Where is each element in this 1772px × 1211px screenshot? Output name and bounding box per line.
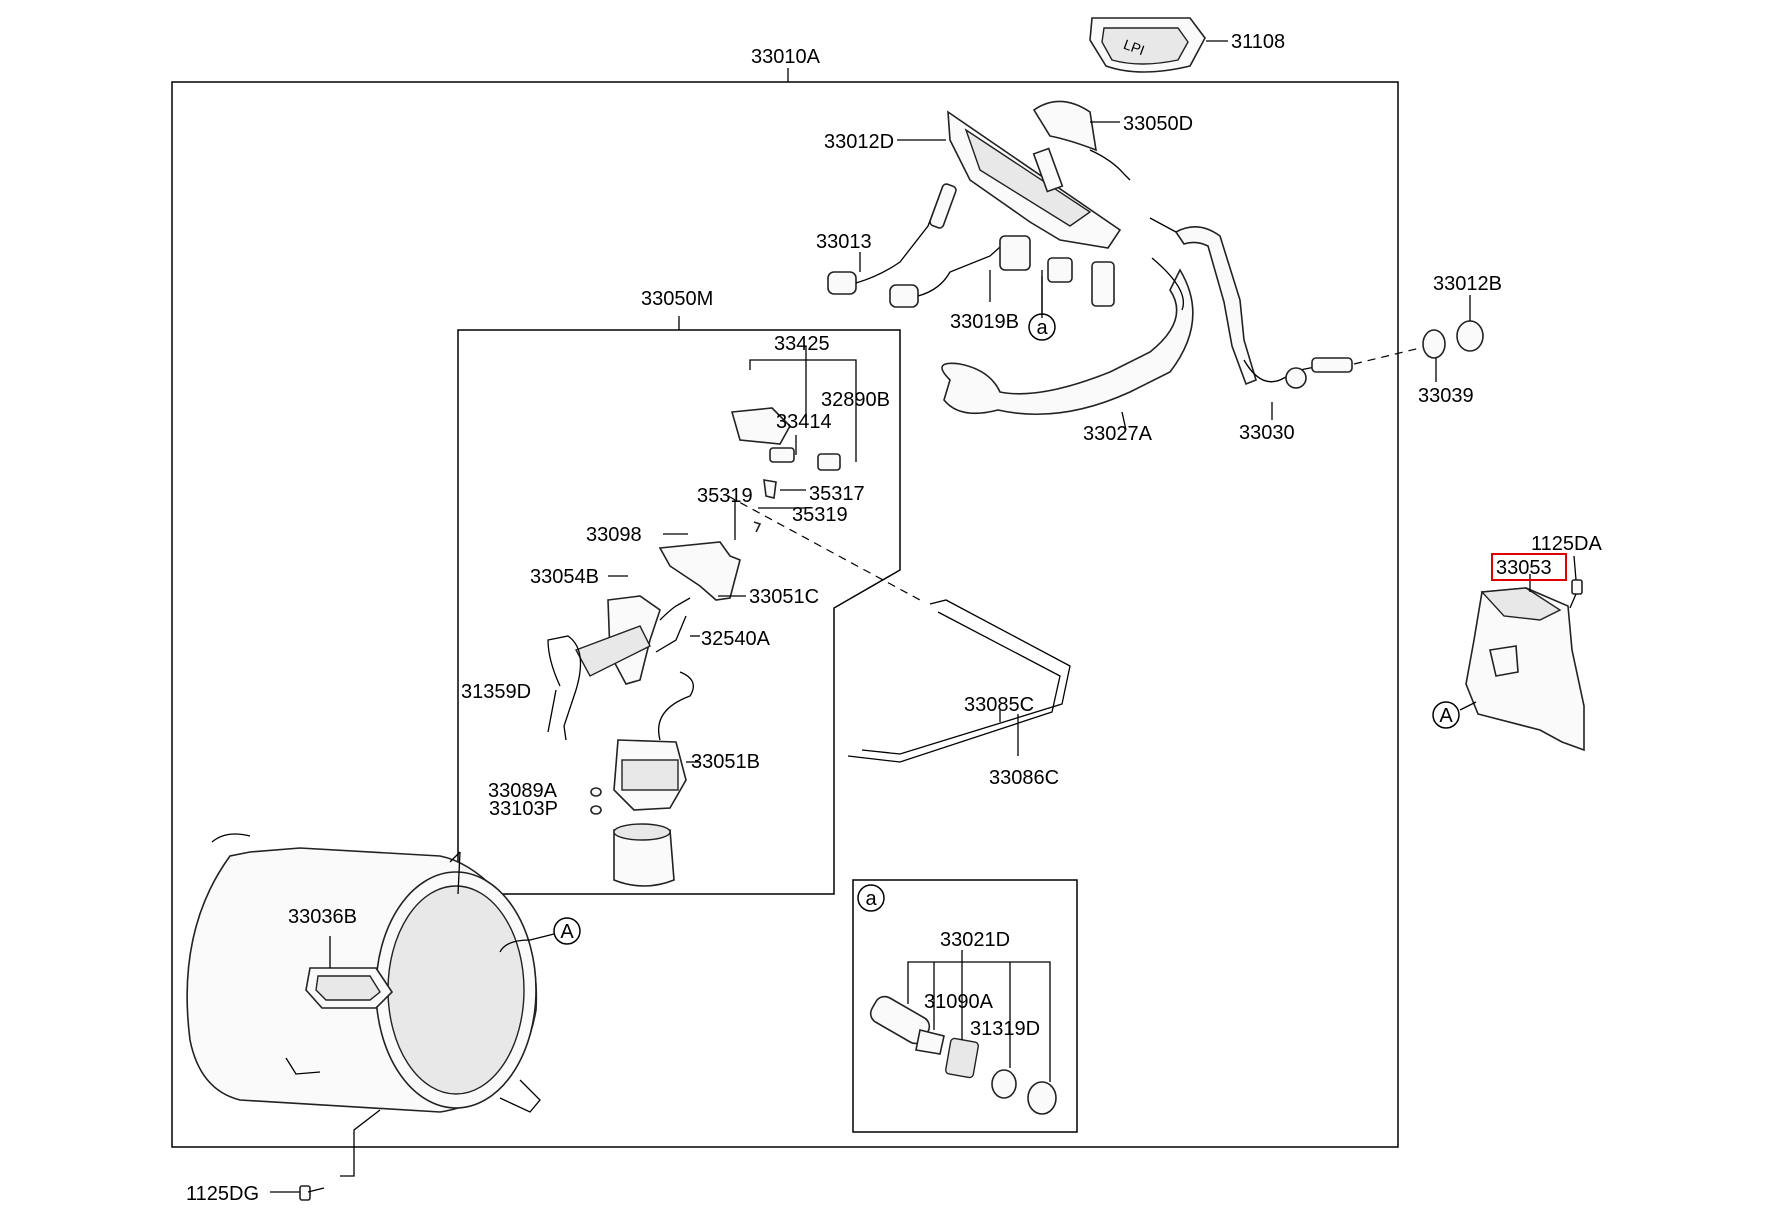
callout-A-shield-text: A bbox=[1439, 705, 1453, 727]
label-33012B: 33012B bbox=[1433, 273, 1502, 295]
fuel-line-33085C bbox=[861, 599, 1071, 755]
label-33098: 33098 bbox=[586, 524, 642, 546]
label-33027A: 33027A bbox=[1083, 423, 1153, 445]
label-31359D: 31359D bbox=[461, 681, 531, 703]
label-33010A: 33010A bbox=[751, 46, 821, 68]
label-33085C: 33085C bbox=[964, 694, 1034, 716]
label-33012D: 33012D bbox=[824, 131, 894, 153]
callout-A-tank bbox=[553, 917, 581, 945]
label-33425: 33425 bbox=[774, 333, 830, 355]
lpg-fuel-tank bbox=[186, 833, 541, 1113]
label-33103P: 33103P bbox=[489, 798, 558, 820]
filter-assembly bbox=[869, 995, 1057, 1115]
label-33013: 33013 bbox=[816, 231, 872, 253]
vent-hose bbox=[1174, 226, 1257, 386]
label-33030: 33030 bbox=[1239, 422, 1295, 444]
label-33089A: 33089A bbox=[488, 780, 558, 802]
label-1125DA: 1125DA bbox=[1531, 533, 1602, 555]
nut-ring bbox=[1456, 320, 1484, 352]
filler-neck-hose bbox=[941, 268, 1194, 416]
pump-reservoir bbox=[613, 823, 675, 887]
label-31090A: 31090A bbox=[924, 991, 994, 1013]
callout-a-box bbox=[857, 884, 885, 912]
label-31319D: 31319D bbox=[970, 1018, 1040, 1040]
clip-33103P bbox=[590, 805, 602, 815]
highlight-box-33053 bbox=[1491, 553, 1567, 581]
fuel-sensor-wiring bbox=[827, 183, 1115, 308]
callout-A-tank-text: A bbox=[560, 921, 574, 943]
bolt-1125DG bbox=[299, 1185, 325, 1201]
fuel-pump bbox=[613, 671, 694, 811]
filler-bracket bbox=[947, 100, 1122, 249]
tank-heat-shield bbox=[1465, 587, 1585, 752]
detail-box-a bbox=[852, 879, 1078, 1133]
label-35319a: 35319 bbox=[697, 485, 753, 507]
pump-valves bbox=[730, 407, 841, 533]
label-1125DG: 1125DG bbox=[186, 1183, 259, 1205]
label-35317: 35317 bbox=[809, 483, 865, 505]
callout-A-shield bbox=[1432, 701, 1460, 729]
svg-text:LPI: LPI bbox=[1122, 36, 1147, 58]
label-33053: 33053 bbox=[1496, 557, 1552, 579]
label-33414: 33414 bbox=[776, 411, 832, 433]
callout-a-box-text: a bbox=[865, 888, 877, 910]
label-33050M: 33050M bbox=[641, 288, 713, 310]
vent-fitting bbox=[1285, 357, 1353, 389]
label-35319b: 35319 bbox=[792, 504, 848, 526]
fuel-line-31359D bbox=[547, 635, 582, 741]
callout-a-main-text: a bbox=[1036, 317, 1048, 339]
label-31108: 31108 bbox=[1231, 31, 1285, 53]
label-32890B: 32890B bbox=[821, 389, 890, 411]
label-33019B: 33019B bbox=[950, 311, 1019, 333]
label-32540A: 32540A bbox=[701, 628, 771, 650]
clip-33089A bbox=[590, 787, 602, 797]
label-33050D: 33050D bbox=[1123, 113, 1193, 135]
label-33086C: 33086C bbox=[989, 767, 1059, 789]
label-33036B: 33036B bbox=[288, 906, 357, 928]
label-33054B: 33054B bbox=[530, 566, 599, 588]
main-assembly-frame bbox=[171, 81, 1399, 1148]
bolt-1125DA bbox=[1569, 579, 1583, 609]
seal-ring bbox=[1422, 329, 1446, 359]
label-33051C: 33051C bbox=[749, 586, 819, 608]
label-33039: 33039 bbox=[1418, 385, 1474, 407]
label-33051B: 33051B bbox=[691, 751, 760, 773]
pump-bracket bbox=[575, 541, 741, 685]
fuel-cap-cover: LPI bbox=[1089, 17, 1206, 73]
label-33021D: 33021D bbox=[940, 929, 1010, 951]
